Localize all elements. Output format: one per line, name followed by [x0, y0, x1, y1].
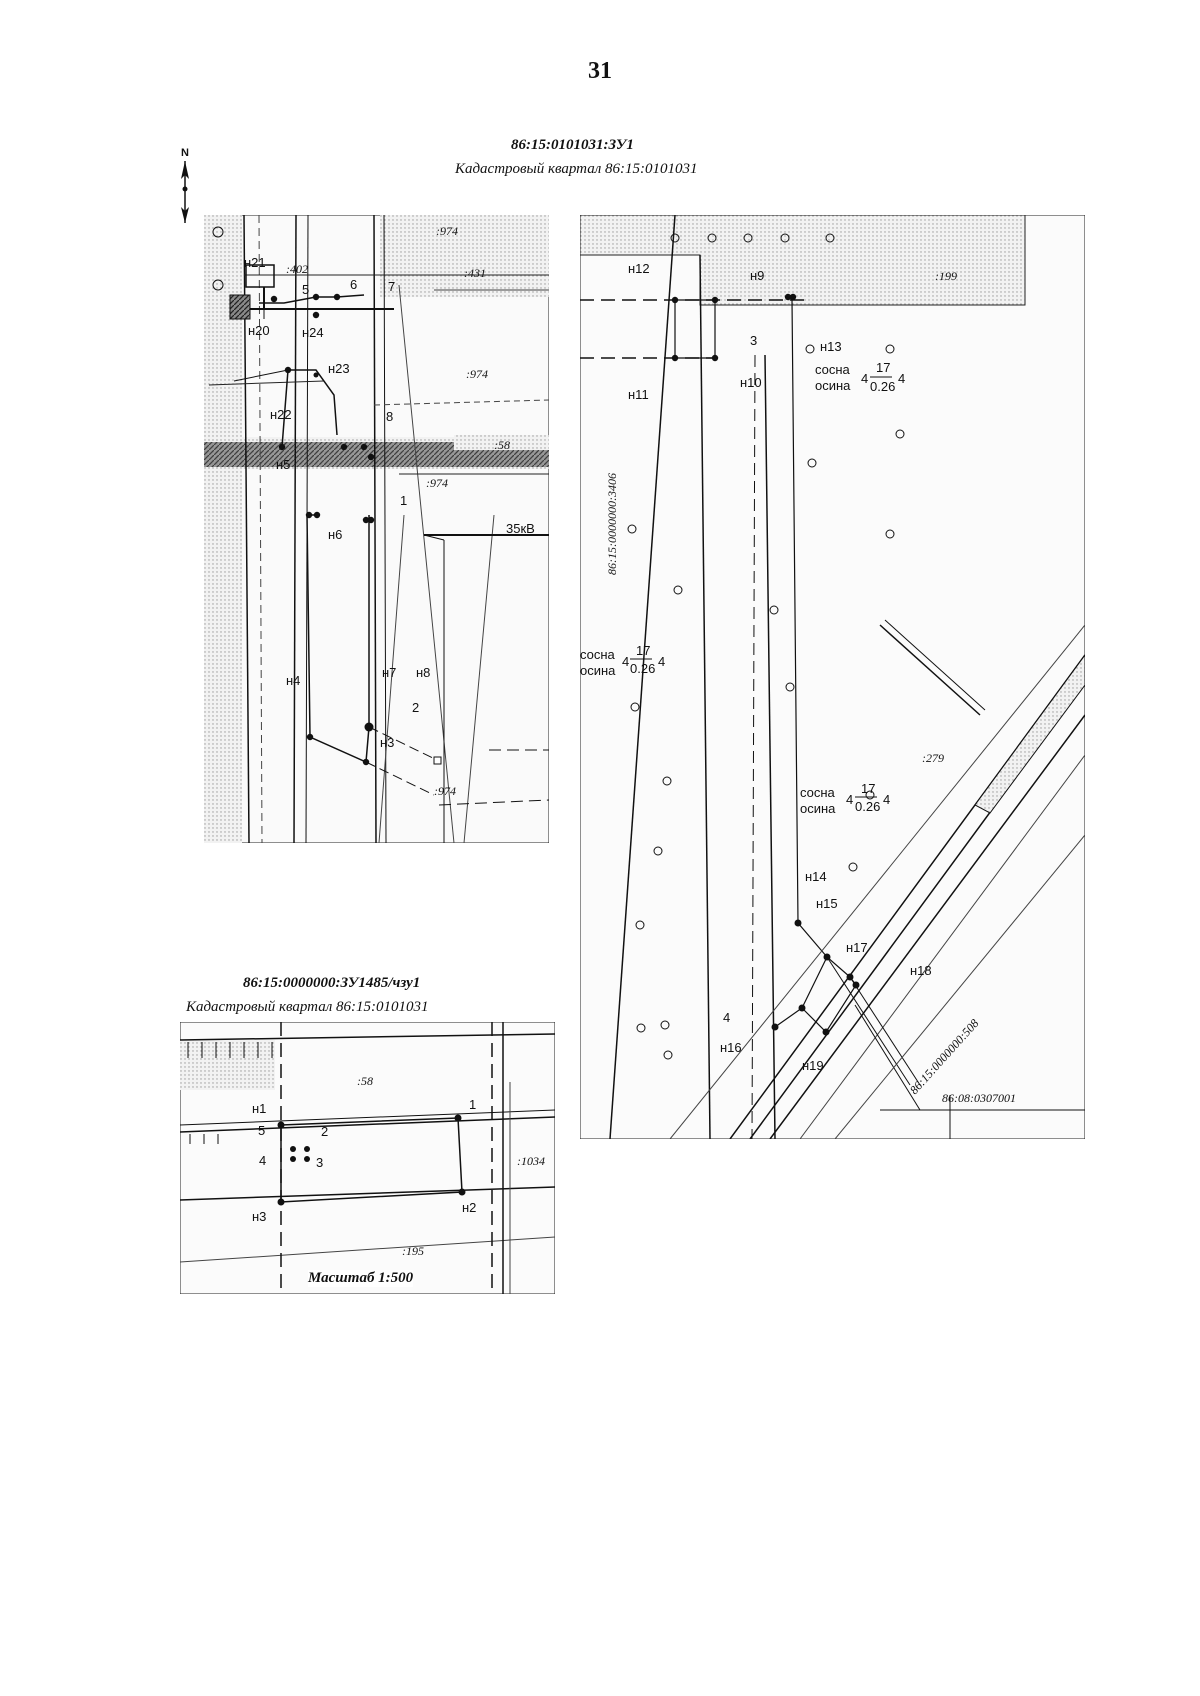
point-label-n22: н22 — [270, 407, 292, 422]
point-label-n11: н11 — [628, 387, 649, 402]
point-label-n2: н2 — [462, 1200, 476, 1215]
map1-title: 86:15:0101031:ЗУ1 — [511, 137, 634, 153]
point-label-n4: н4 — [286, 673, 300, 688]
map2-title: 86:15:0000000:ЗУ1485/чзу1 — [243, 975, 421, 991]
point-label-5: 5 — [258, 1123, 265, 1138]
point-label-n14: н14 — [805, 869, 827, 884]
svg-text:17: 17 — [636, 643, 650, 658]
point-label-n5: н5 — [276, 457, 290, 472]
parcel-label-199: :199 — [935, 269, 957, 283]
point-label-7: 7 — [388, 279, 395, 294]
point-label-n10: н10 — [740, 375, 762, 390]
power-line-label: 35кВ — [506, 521, 535, 536]
point-label-3: 3 — [316, 1155, 323, 1170]
svg-text:0.26: 0.26 — [870, 379, 895, 394]
map1-parcel-label: :431 — [464, 266, 486, 280]
point-label-n17: н17 — [846, 940, 868, 955]
page-number: 31 — [588, 58, 612, 84]
point-label-n3: н3 — [252, 1209, 266, 1224]
point-label-2: 2 — [412, 700, 419, 715]
point-label-1: 1 — [469, 1097, 476, 1112]
svg-text:сосна: сосна — [800, 785, 836, 800]
map1-parcel-label: :974 — [436, 224, 458, 238]
north-letter: N — [181, 147, 189, 159]
point-label-n15: н15 — [816, 896, 838, 911]
map1-parcel-label: :974 — [466, 367, 488, 381]
svg-text:0.26: 0.26 — [630, 661, 655, 676]
point-label-6: 6 — [350, 277, 357, 292]
point-label-n8: н8 — [416, 665, 430, 680]
map2-parcel-label: :1034 — [517, 1154, 545, 1168]
map1-right-panel: н12 н9 :199 н13 н11 н10 3 4 н14 н15 н17 … — [580, 215, 1085, 1139]
point-label-4: 4 — [723, 1010, 730, 1025]
point-label-2: 2 — [321, 1124, 328, 1139]
point-label-n13: н13 — [820, 339, 842, 354]
svg-text:4: 4 — [658, 654, 665, 669]
svg-text:сосна: сосна — [815, 362, 851, 377]
svg-text:4: 4 — [622, 654, 629, 669]
tree-label-2: сосна осина 4 17 0.26 4 — [580, 643, 665, 678]
point-label-5: 5 — [302, 282, 309, 297]
point-label-n7: н7 — [382, 665, 396, 680]
svg-text:4: 4 — [846, 792, 853, 807]
point-label-n21: н21 — [244, 255, 266, 270]
svg-text:17: 17 — [861, 781, 875, 796]
map1-parcel-label: :402 — [286, 262, 308, 276]
svg-text:4: 4 — [861, 371, 868, 386]
point-label-n18: н18 — [910, 963, 932, 978]
cadastral-number-rotated: 86:15:0000000:3406 — [605, 473, 619, 575]
svg-text:4: 4 — [883, 792, 890, 807]
point-label-n19: н19 — [802, 1058, 824, 1073]
map1-subtitle: Кадастровый квартал 86:15:0101031 — [455, 161, 698, 177]
point-label-1: 1 — [400, 493, 407, 508]
svg-text:сосна: сосна — [580, 647, 616, 662]
point-label-n24: н24 — [302, 325, 324, 340]
svg-text:осина: осина — [815, 378, 851, 393]
map1-parcel-label: :974 — [434, 784, 456, 798]
scale-label: Масштаб 1:500 — [308, 1270, 414, 1287]
point-label-n1: н1 — [252, 1101, 266, 1116]
tree-label-1: сосна осина 4 17 0.26 4 — [815, 360, 905, 394]
svg-text:осина: осина — [580, 663, 616, 678]
north-arrow-icon — [181, 161, 189, 223]
point-label-n9: н9 — [750, 268, 764, 283]
map1-left-panel: :974 :402 :431 :974 :58 :974 :974 н21 н2… — [204, 215, 549, 843]
point-label-n12: н12 — [628, 261, 650, 276]
svg-text:4: 4 — [898, 371, 905, 386]
svg-text:0.26: 0.26 — [855, 799, 880, 814]
point-label-3: 3 — [750, 333, 757, 348]
map1-parcel-label: :58 — [494, 438, 510, 452]
point-label-8: 8 — [386, 409, 393, 424]
point-label-4: 4 — [259, 1153, 266, 1168]
map1-parcel-label: :974 — [426, 476, 448, 490]
map2-parcel-label: :58 — [357, 1074, 373, 1088]
parcel-label-279: :279 — [922, 751, 944, 765]
point-label-n6: н6 — [328, 527, 342, 542]
point-label-n23: н23 — [328, 361, 350, 376]
tree-label-3: сосна осина 4 17 0.26 4 — [800, 781, 890, 816]
point-label-n3: н3 — [380, 735, 394, 750]
map2-panel: :58 :1034 :195 н1 1 5 2 4 3 н3 н2 — [180, 1022, 555, 1294]
svg-text:17: 17 — [876, 360, 890, 375]
map2-parcel-label: :195 — [402, 1244, 424, 1258]
point-label-n20: н20 — [248, 323, 270, 338]
svg-text:осина: осина — [800, 801, 836, 816]
point-label-n16: н16 — [720, 1040, 742, 1055]
north-arrow: N — [178, 147, 192, 223]
quarter-label: 86:08:0307001 — [942, 1091, 1016, 1105]
map2-subtitle: Кадастровый квартал 86:15:0101031 — [186, 999, 429, 1015]
